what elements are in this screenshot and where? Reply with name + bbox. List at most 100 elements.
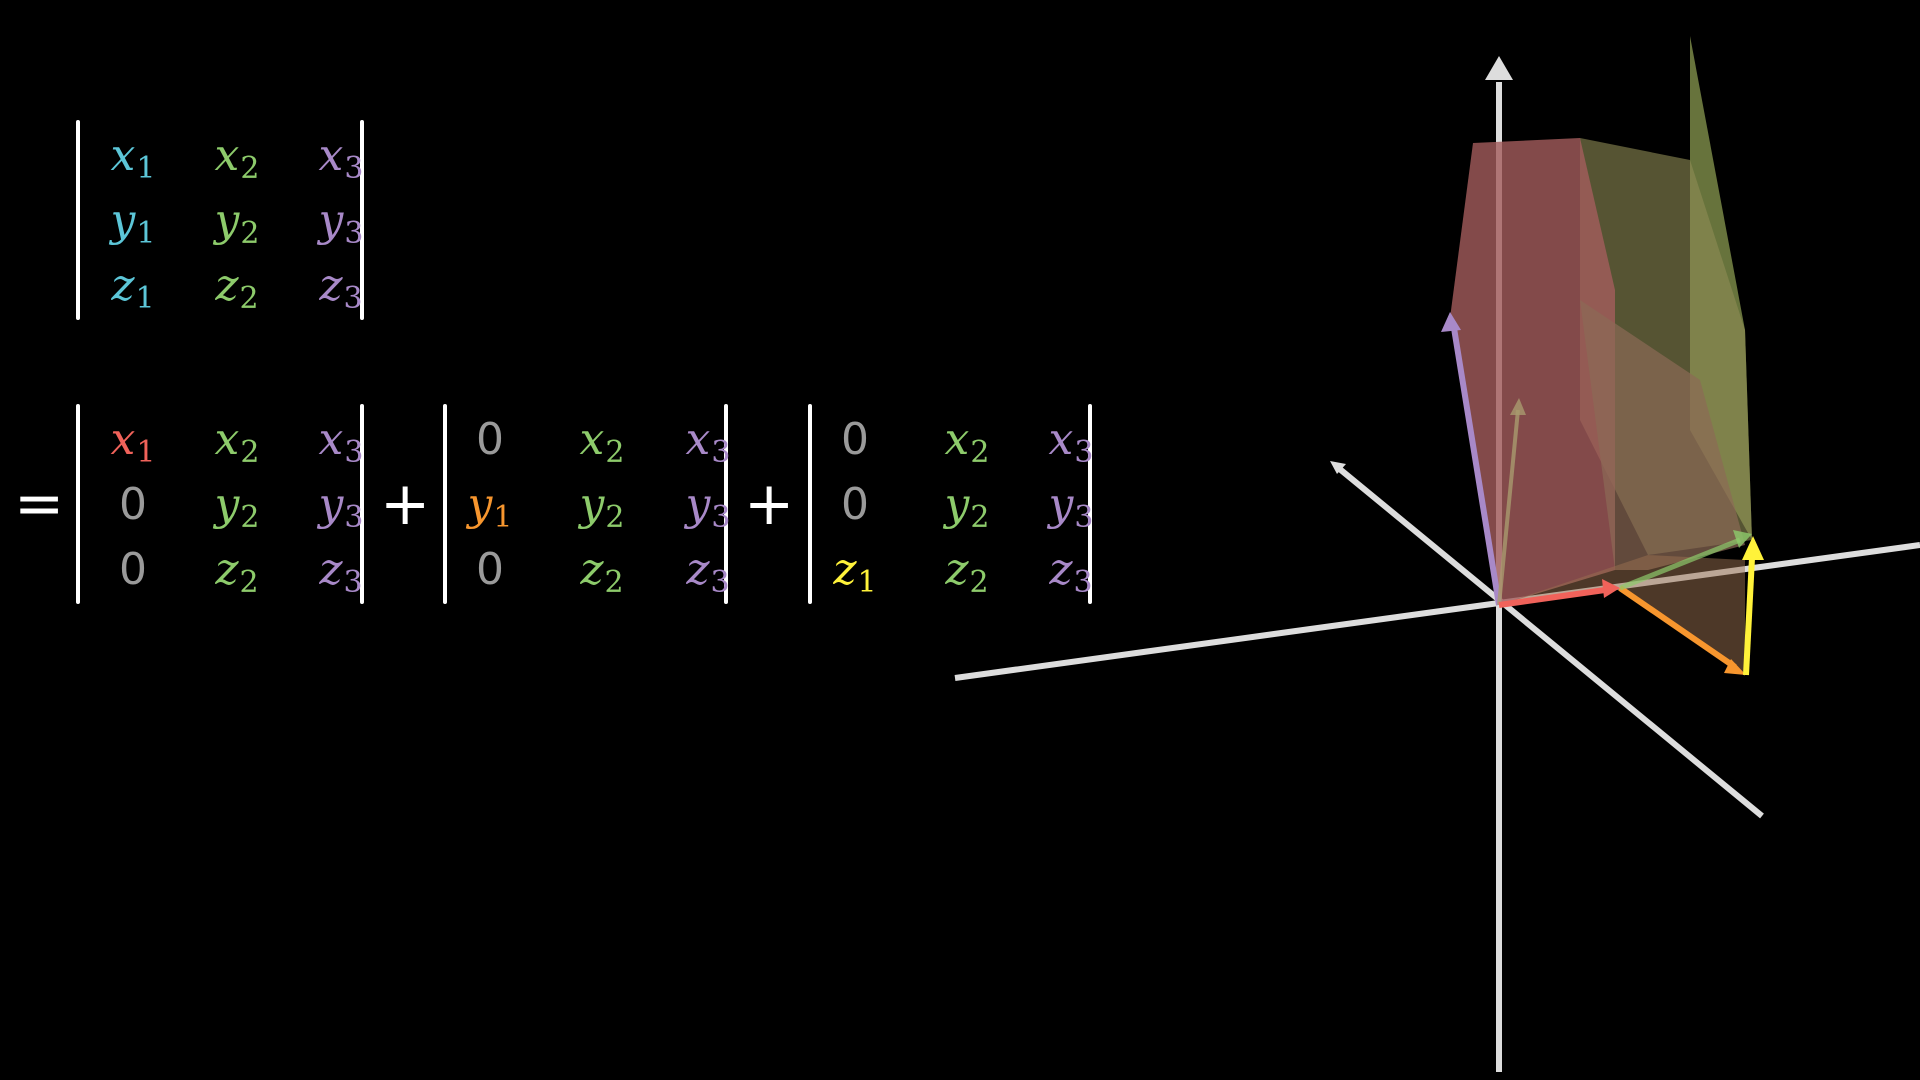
purple-vector [1450, 321, 1502, 606]
entry-subscript: 2 [240, 151, 260, 186]
entry-variable: y [579, 479, 605, 530]
z1-vector [1743, 557, 1755, 676]
entry-variable: y [467, 479, 493, 530]
entry-variable: z [319, 544, 343, 595]
right-bar [724, 404, 728, 604]
z-axis-arrow-icon [1485, 56, 1513, 80]
matrix-entry: z3 [665, 538, 751, 615]
entry-variable: z [215, 544, 239, 595]
entry-subscript: 3 [343, 281, 363, 316]
entry-subscript: 1 [136, 151, 156, 186]
matrix-entry: 0 [90, 473, 176, 537]
matrix-entry: z2 [559, 538, 645, 615]
matrix-entry: y2 [194, 189, 280, 266]
purple-vector-tip [1441, 312, 1461, 332]
matrix-entry: x1 [90, 408, 176, 485]
entry-variable: y [214, 195, 240, 246]
entry-variable: x [110, 130, 136, 181]
entry-subscript: 1 [136, 216, 156, 251]
plus-sign-1: + [380, 469, 431, 539]
z1-vector-tip [1742, 536, 1764, 560]
parallelepiped [1450, 36, 1752, 676]
entry-subscript: 1 [493, 500, 513, 535]
x-axis [954, 542, 1920, 681]
entry-subscript: 3 [343, 565, 363, 600]
entry-variable: 0 [841, 479, 869, 530]
matrix-entry: x3 [298, 124, 384, 201]
green-vector [1619, 537, 1741, 591]
y-axis [1334, 463, 1764, 819]
entry-subscript: 3 [710, 565, 730, 600]
matrix-entry: z3 [1028, 538, 1114, 615]
entry-subscript: 3 [711, 500, 731, 535]
x1-vector-tip [1602, 579, 1620, 598]
entry-variable: y [318, 195, 344, 246]
entry-subscript: 2 [969, 565, 989, 600]
matrix-entry: y2 [194, 473, 280, 550]
matrix-entry: 0 [447, 538, 533, 602]
right-bar [360, 120, 364, 320]
entry-variable: 0 [119, 544, 147, 595]
entry-variable: x [318, 130, 344, 181]
entry-subscript: 2 [239, 565, 259, 600]
entry-subscript: 2 [605, 435, 625, 470]
entry-subscript: 1 [135, 281, 155, 316]
face-lower-mix [1580, 300, 1745, 570]
entry-variable: y [1048, 479, 1074, 530]
entry-subscript: 3 [711, 435, 731, 470]
entry-subscript: 3 [344, 500, 364, 535]
left-bar [808, 404, 812, 604]
matrix-entry: x3 [298, 408, 384, 485]
faint-vector-tip [1510, 398, 1526, 415]
entry-subscript: 2 [239, 281, 259, 316]
face-front-red [1450, 138, 1615, 605]
entry-subscript: 2 [604, 565, 624, 600]
entry-subscript: 1 [136, 435, 156, 470]
entry-variable: 0 [841, 414, 869, 465]
entry-variable: x [579, 414, 605, 465]
entry-variable: z [215, 260, 239, 311]
matrix-entry: 0 [812, 473, 898, 537]
entry-variable: x [318, 414, 344, 465]
entry-variable: z [945, 544, 969, 595]
entry-subscript: 2 [240, 216, 260, 251]
entry-subscript: 3 [1074, 500, 1094, 535]
matrix-entry: y1 [447, 473, 533, 550]
entry-variable: z [111, 260, 135, 311]
right-bar [360, 404, 364, 604]
faint-vector [1497, 409, 1520, 606]
x1-vector [1498, 587, 1606, 608]
matrix-entry: y3 [298, 189, 384, 266]
entry-variable: z [1049, 544, 1073, 595]
entry-variable: y [318, 479, 344, 530]
entry-subscript: 3 [1074, 435, 1094, 470]
y1-vector-tip [1724, 659, 1746, 675]
entry-variable: 0 [476, 414, 504, 465]
matrix-entry: y2 [559, 473, 645, 550]
matrix-entry: z3 [298, 254, 384, 331]
matrix-entry: x2 [194, 124, 280, 201]
entry-variable: x [110, 414, 136, 465]
matrix-entry: z3 [298, 538, 384, 615]
matrix-entry: x2 [924, 408, 1010, 485]
y1-vector [1618, 585, 1737, 670]
entry-variable: x [1048, 414, 1074, 465]
entry-variable: y [685, 479, 711, 530]
entry-variable: z [833, 544, 857, 595]
entry-subscript: 1 [857, 565, 877, 600]
right-bar [1088, 404, 1092, 604]
entry-variable: y [110, 195, 136, 246]
entry-subscript: 3 [1073, 565, 1093, 600]
entry-variable: y [944, 479, 970, 530]
entry-variable: z [319, 260, 343, 311]
entry-variable: y [214, 479, 240, 530]
matrix-entry: y1 [90, 189, 176, 266]
entry-subscript: 2 [970, 500, 990, 535]
entry-variable: 0 [476, 544, 504, 595]
entry-variable: z [580, 544, 604, 595]
matrix-entry: y3 [298, 473, 384, 550]
matrix-entry: y3 [1028, 473, 1114, 550]
entry-variable: x [685, 414, 711, 465]
entry-subscript: 3 [344, 435, 364, 470]
